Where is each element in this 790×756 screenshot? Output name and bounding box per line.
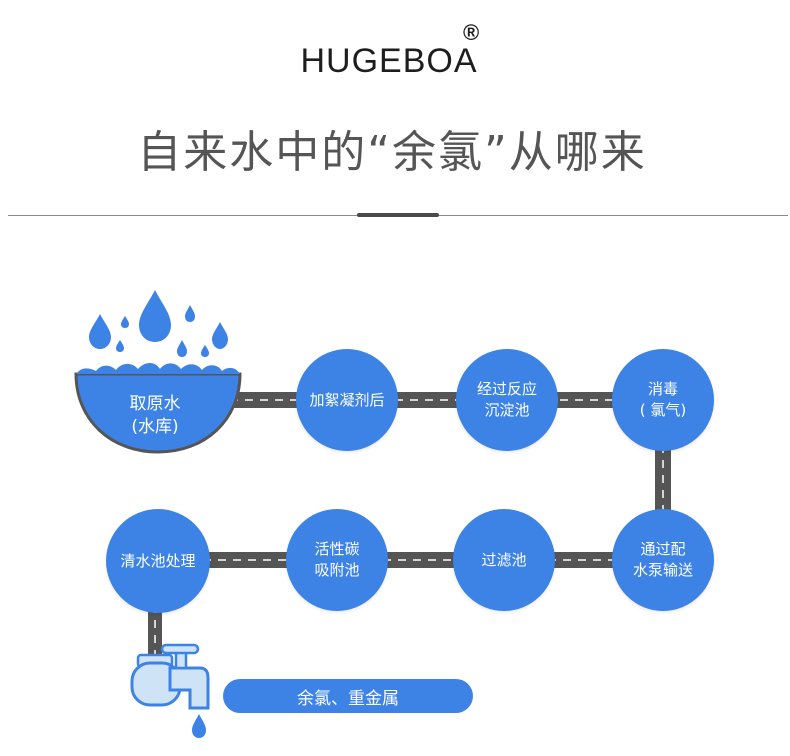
water-drop-icon	[89, 314, 111, 349]
water-drop-icon	[139, 290, 171, 342]
step-label: ( 氯气)	[639, 401, 687, 419]
step-label: 清水池处理	[120, 551, 196, 570]
step-activated-carbon: 活性碳 吸附池	[286, 509, 388, 611]
water-drop-icon	[212, 322, 228, 349]
step-flocculant: 加絮凝剂后	[296, 349, 398, 451]
step-label: 加絮凝剂后	[309, 390, 385, 409]
water-drop-icon	[192, 714, 206, 738]
source-line1: 取原水	[129, 394, 181, 414]
step-label: 过滤池	[481, 550, 527, 569]
step-sedimentation: 经过反应 沉淀池	[456, 349, 558, 451]
step-label: 通过配	[640, 540, 686, 558]
pipe-connectors	[148, 392, 671, 668]
water-drop-icon	[121, 316, 129, 328]
brand-name: HUGEBOA	[300, 42, 478, 80]
water-drop-icon	[201, 345, 209, 357]
water-drops	[89, 290, 228, 357]
step-label: 水泵输送	[632, 561, 693, 579]
page-title: 自来水中的“余氯”从哪来	[137, 127, 647, 178]
step-label: 消毒	[647, 380, 678, 398]
step-label: 活性碳	[314, 540, 360, 558]
result-badge: 余氯、重金属	[223, 679, 473, 713]
step-label: 经过反应	[476, 380, 537, 398]
source-line2: (水库)	[131, 417, 179, 437]
reservoir-basin	[74, 363, 242, 454]
faucet-icon	[130, 643, 210, 738]
step-pump-delivery: 通过配 水泵输送	[612, 509, 714, 611]
step-label: 吸附池	[314, 561, 360, 579]
step-disinfection: 消毒 ( 氯气)	[612, 349, 714, 451]
divider-accent	[357, 213, 439, 217]
step-label: 沉淀池	[484, 401, 530, 419]
water-drop-icon	[116, 340, 124, 352]
step-clear-water-tank: 清水池处理	[106, 509, 210, 613]
water-drop-icon	[177, 340, 187, 357]
step-filtration: 过滤池	[453, 509, 555, 611]
registered-mark: ®	[463, 20, 480, 45]
water-drop-icon	[185, 305, 195, 322]
source-label: 取原水 (水库)	[110, 393, 200, 439]
